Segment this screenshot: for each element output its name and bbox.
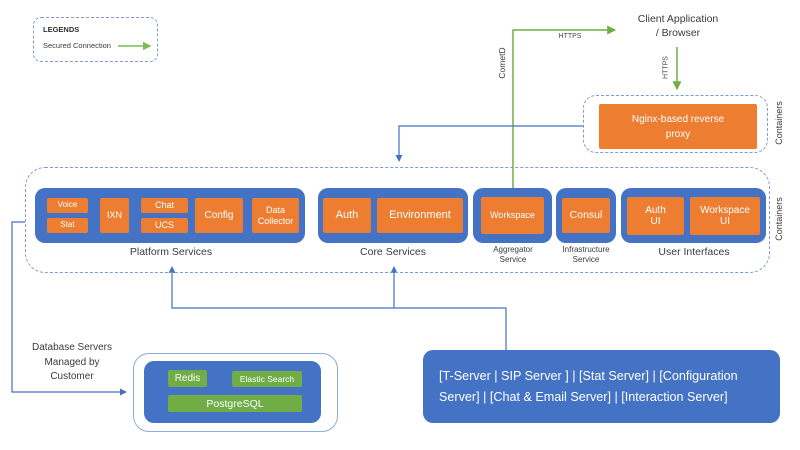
environment-box: Environment — [377, 198, 463, 233]
legend-secured-connection-label: Secured Connection — [43, 41, 111, 50]
aggregator-service-title: Aggregator Service — [493, 245, 533, 264]
legend-box: LEGENDS Secured Connection — [33, 17, 158, 62]
proxy-containers-label: Containers — [774, 101, 784, 145]
auth-ui-box: Auth UI — [627, 197, 684, 235]
workspace-ui-box: Workspace UI — [690, 197, 760, 235]
core-services-title: Core Services — [360, 246, 426, 258]
proxy-to-containers-arrow — [395, 125, 583, 162]
client-application-line1: Client Application — [637, 13, 719, 25]
platform-services-title: Platform Services — [129, 246, 213, 258]
https-side-label: HTTPS — [662, 56, 670, 79]
stat-box: Stat — [47, 218, 88, 233]
ucs-box: UCS — [141, 218, 188, 233]
auth-box: Auth — [323, 198, 371, 233]
voice-box: Voice — [47, 198, 88, 213]
https-top-label: HTTPS — [558, 33, 582, 40]
config-box: Config — [195, 198, 243, 233]
main-containers-box — [25, 167, 770, 273]
nginx-reverse-proxy-box: Nginx-based reverse proxy — [599, 104, 757, 149]
secured-connection-arrow-icon — [117, 41, 152, 50]
backend-servers-box: [T-Server | SIP Server ] | [Stat Server]… — [423, 350, 780, 423]
client-application-label: Client Application / Browser — [618, 13, 738, 40]
client-application-line2: / Browser — [655, 26, 701, 39]
proxy-container — [583, 95, 768, 153]
database-note: Database Servers Managed by Customer — [31, 342, 113, 382]
workspace-box: Workspace — [481, 197, 544, 234]
legend-title: LEGENDS — [43, 25, 80, 34]
postgresql-box: PostgreSQL — [168, 395, 302, 412]
elastic-search-box: Elastic Search — [232, 371, 302, 387]
main-containers-label: Containers — [774, 197, 784, 241]
consul-box: Consul — [562, 198, 610, 233]
user-interfaces-title: User Interfaces — [658, 246, 730, 258]
redis-box: Redis — [168, 370, 207, 387]
backend-to-platform-arrow — [168, 266, 507, 350]
data-collector-box: Data Collector — [252, 198, 299, 233]
cometd-label: CometD — [497, 47, 507, 79]
ixn-box: IXN — [100, 198, 129, 233]
chat-box: Chat — [141, 198, 188, 213]
infrastructure-service-title: Infrastructure Service — [562, 245, 610, 264]
